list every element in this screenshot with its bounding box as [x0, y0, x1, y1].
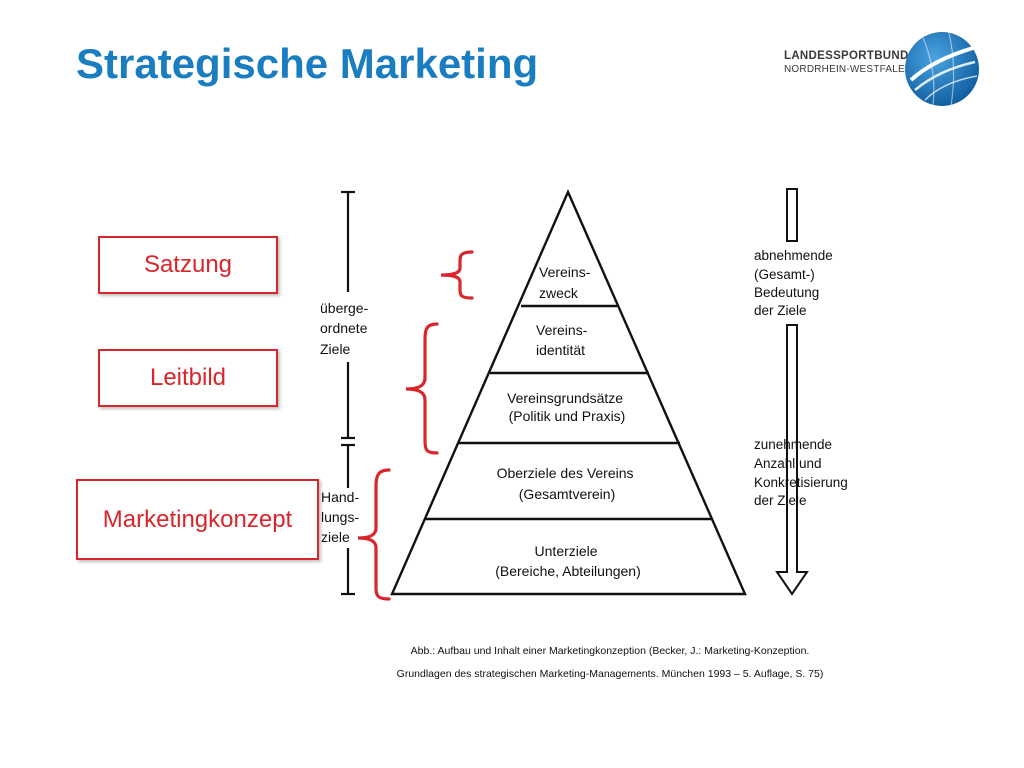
upper-scale-label: überge- ordnete Ziele — [320, 300, 372, 357]
pyramid-level-unterziele: Unterziele (Bereiche, Abteilungen) — [495, 543, 641, 579]
brand-line-2: NORDRHEIN-WESTFALEN — [784, 64, 913, 75]
pyramid-level-vereinszweck: Vereins- zweck — [539, 264, 594, 301]
caption-line-2: Grundlagen des strategischen Marketing-M… — [396, 668, 824, 680]
brace-marketingkonzept — [357, 468, 391, 601]
pyramid-level-oberziele: Oberziele des Vereins (Gesamtverein) — [497, 465, 638, 502]
brace-satzung — [440, 250, 474, 300]
page-title: Strategische Marketing — [76, 40, 539, 87]
brace-leitbild — [405, 322, 439, 455]
leitbild-box: Leitbild — [98, 349, 278, 407]
caption-line-1: Abb.: Aufbau und Inhalt einer Marketingk… — [410, 645, 810, 657]
pyramid — [390, 189, 747, 596]
pyramid-level-vereinsgrundsaetze: Vereinsgrundsätze (Politik und Praxis) — [507, 390, 627, 424]
satzung-box: Satzung — [98, 236, 278, 294]
right-upper-label: abnehmende (Gesamt-) Bedeutung der Ziele — [754, 248, 837, 318]
brand-name: LANDESSPORTBUND NORDRHEIN-WESTFALEN — [784, 50, 912, 75]
red-braces — [357, 250, 474, 601]
lower-scale-label: Hand- lungs- ziele — [321, 489, 363, 545]
landessportbund-globe-icon — [905, 32, 979, 107]
figure-caption: Abb.: Aufbau und Inhalt einer Marketingk… — [340, 640, 880, 686]
left-scale — [341, 190, 355, 596]
marketingkonzept-box: Marketingkonzept — [76, 479, 319, 560]
right-lower-label: zunehmende Anzahl und Konkretisierung de… — [754, 437, 852, 508]
down-arrow — [775, 188, 809, 596]
pyramid-level-vereinsidentitaet: Vereins- identität — [536, 322, 591, 358]
brand-line-1: LANDESSPORTBUND — [784, 50, 909, 62]
